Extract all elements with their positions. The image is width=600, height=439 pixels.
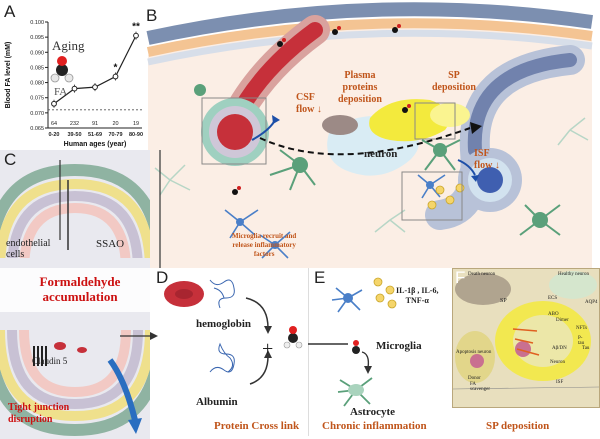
data-point	[92, 84, 98, 91]
sp-label: SP	[500, 298, 507, 304]
x-tick-label: 39-50	[67, 132, 81, 138]
significance-marker: *	[114, 63, 118, 74]
fa-accumulation-label: Formaldehyde accumulation	[39, 274, 121, 304]
panel-a-chart: 0.065 0.070 0.075 0.080 0.085 0.090 0.095 0.100…	[5, 20, 143, 148]
death-neuron-label: Death neuron	[468, 272, 496, 277]
panel-f-illustration	[453, 269, 599, 407]
microglia-note: Microglia recruit and release inflammato…	[232, 232, 297, 258]
endothelial-label: endothelial cells	[6, 238, 51, 260]
panel-f-annotation: Donor	[468, 376, 481, 381]
neuron-label: neuron	[364, 148, 398, 160]
panel-f-annotation: ISF	[556, 380, 564, 385]
panel-c-letter: C	[4, 150, 17, 169]
panel-f-annotation: Tau	[582, 346, 590, 351]
claudin-label: Claudin 5	[32, 356, 68, 366]
x-tick-label: 70-79	[108, 132, 122, 138]
y-tick-label: 0.065	[30, 126, 44, 132]
x-axis-label: Human ages (year)	[64, 141, 127, 148]
sample-size-label: 91	[92, 121, 98, 127]
y-tick-label: 0.095	[30, 35, 44, 41]
data-point	[71, 85, 78, 92]
data-point	[51, 100, 57, 107]
panel-f-annotation: NFTs	[576, 326, 588, 331]
y-tick-label: 0.075	[30, 96, 44, 102]
sample-size-label: 20	[112, 121, 118, 127]
y-tick-label: 0.085	[30, 65, 44, 71]
csf-flow-label: CSF flow ↓	[296, 92, 322, 115]
panel-f-annotation: AQP4	[585, 300, 598, 305]
healthy-neuron-label: Healthy neuron	[558, 272, 589, 277]
data-point	[112, 73, 119, 80]
plasma-deposition-label: Plasma proteins deposition	[338, 70, 382, 105]
fa-label: FA	[54, 86, 68, 98]
y-axis-label: Blood FA level (mM)	[5, 42, 12, 109]
ssao-label: SSAO	[96, 238, 125, 250]
isf-flow-label: ISF flow ↓	[474, 148, 500, 171]
panel-f-annotation: Dimer	[556, 318, 569, 323]
panel-e-title: Chronic inflammation	[322, 420, 427, 432]
hemoglobin-label: hemoglobin	[196, 318, 252, 330]
y-tick-label: 0.100	[30, 20, 44, 26]
panel-b-scene	[140, 0, 600, 268]
panel-d-box	[150, 268, 309, 436]
panel-f-image	[452, 268, 600, 408]
astrocyte-label: Astrocyte	[350, 406, 395, 418]
sp-deposition-label: SP deposition	[432, 70, 476, 93]
y-tick-label: 0.090	[30, 50, 44, 56]
panel-d-title: Protein Cross link	[214, 420, 300, 432]
x-tick-label: 80-90	[129, 132, 143, 138]
panel-f-annotation: ECS	[548, 296, 558, 301]
y-tick-label: 0.070	[30, 111, 44, 117]
panel-e-scene	[308, 277, 397, 407]
panel-f-title: SP deposition	[486, 420, 550, 432]
panel-d-letter: D	[156, 268, 169, 287]
cytokines-label: IL-1β , IL-6, TNF-α	[396, 286, 439, 305]
y-tick-label: 0.080	[30, 81, 44, 87]
x-tick-label: 0-20	[48, 132, 59, 138]
significance-marker: **	[132, 22, 140, 33]
panel-f-annotation: ABO	[548, 312, 559, 317]
x-tick-label: 51-69	[88, 132, 102, 138]
sample-size-label: 64	[51, 121, 57, 127]
apoptosis-neuron-label: Apoptosis neuron	[456, 350, 492, 355]
panel-f-annotation: Aβ/DN	[552, 346, 567, 351]
panel-a-letter: A	[4, 2, 16, 21]
plus-sign: +	[262, 338, 274, 360]
data-point	[133, 32, 139, 39]
sample-size-label: 19	[133, 121, 139, 127]
panel-d-scene	[164, 279, 303, 385]
aging-label: Aging	[52, 38, 85, 53]
panel-b-letter: B	[146, 6, 158, 25]
microglia-label: Microglia	[376, 340, 422, 352]
panel-f-annotation: P-tau	[578, 336, 585, 346]
tight-junction-label: Tight junction disruption	[8, 402, 70, 425]
panel-f-letter: F	[455, 268, 466, 287]
albumin-label: Albumin	[196, 396, 238, 408]
fa-molecule-icon	[50, 56, 74, 83]
sample-size-label: 232	[70, 121, 79, 127]
panel-c-scene	[0, 163, 150, 437]
panel-f-annotation: Neuron	[550, 360, 565, 365]
panel-e-letter: E	[314, 268, 326, 287]
panel-f-annotation: FA scavenger	[470, 382, 490, 392]
